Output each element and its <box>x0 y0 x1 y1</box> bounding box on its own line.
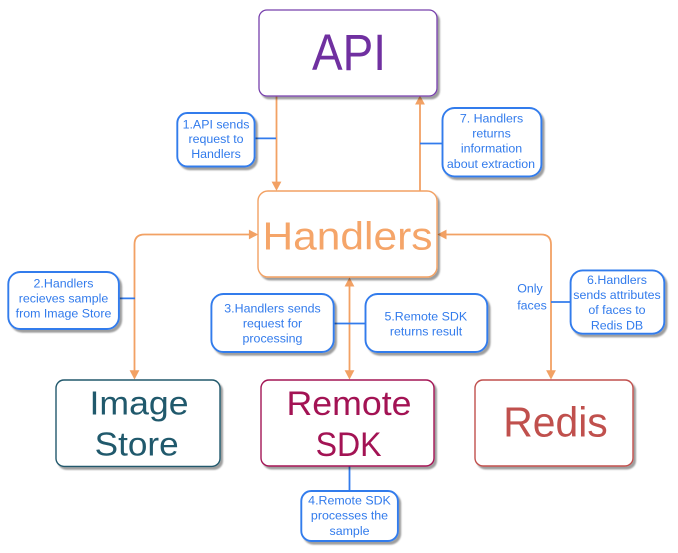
svg-text:SDK: SDK <box>316 426 382 464</box>
svg-text:7. Handlers: 7. Handlers <box>460 111 523 125</box>
svg-text:request to: request to <box>188 132 243 146</box>
svg-text:sends attributes: sends attributes <box>573 288 660 302</box>
svg-text:sample: sample <box>330 524 370 538</box>
svg-text:6.Handlers: 6.Handlers <box>587 273 647 287</box>
svg-text:Redis: Redis <box>503 399 608 446</box>
svg-text:request for: request for <box>243 317 302 331</box>
svg-text:Handlers: Handlers <box>191 147 241 161</box>
svg-text:from Image Store: from Image Store <box>16 306 112 320</box>
svg-text:Remote: Remote <box>287 385 412 423</box>
svg-text:recieves sample: recieves sample <box>19 292 109 306</box>
svg-text:about extraction: about extraction <box>447 157 535 171</box>
svg-text:faces: faces <box>517 298 547 312</box>
svg-text:Redis DB: Redis DB <box>591 318 643 332</box>
svg-text:Image: Image <box>90 385 189 422</box>
svg-text:Handlers: Handlers <box>263 215 433 258</box>
svg-text:3.Handlers sends: 3.Handlers sends <box>224 302 320 316</box>
svg-text:4.Remote SDK: 4.Remote SDK <box>308 494 391 508</box>
svg-text:processing: processing <box>243 332 303 346</box>
svg-text:1.API sends: 1.API sends <box>183 118 250 132</box>
svg-text:returns: returns <box>472 127 511 141</box>
svg-text:2.Handlers: 2.Handlers <box>34 277 94 291</box>
svg-text:Only: Only <box>517 281 543 295</box>
svg-text:5.Remote SDK: 5.Remote SDK <box>384 309 467 323</box>
svg-text:Store: Store <box>95 425 179 462</box>
svg-text:information: information <box>461 142 522 156</box>
svg-text:processes the: processes the <box>311 509 388 523</box>
svg-text:returns result: returns result <box>390 325 463 339</box>
svg-text:of faces to: of faces to <box>588 303 645 317</box>
svg-text:API: API <box>312 24 386 81</box>
